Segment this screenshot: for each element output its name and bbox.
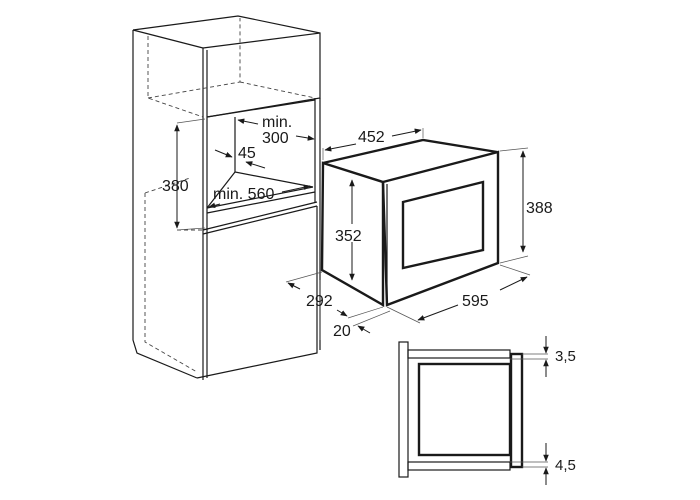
niche-width-label: min. 560 bbox=[213, 186, 274, 203]
oven-front-height-label: 388 bbox=[526, 200, 553, 217]
oven-depth-label: 452 bbox=[358, 129, 385, 146]
tall-cabinet bbox=[132, 15, 321, 380]
cabinet-dimensions: 380 min. 300 45 min. 560 bbox=[162, 114, 315, 231]
niche-depth-min-word: min. bbox=[262, 114, 292, 131]
oven-width-label: 595 bbox=[462, 293, 489, 310]
gap-top-label: 3,5 bbox=[555, 348, 576, 365]
oven-body-height-label: 352 bbox=[335, 228, 362, 245]
oven-body-depth-label: 292 bbox=[306, 293, 333, 310]
niche-depth-label: 300 bbox=[262, 130, 289, 147]
niche-height-label: 380 bbox=[162, 178, 189, 195]
oven bbox=[320, 138, 500, 308]
oven-dimensions: 452 388 352 595 292 20 bbox=[285, 128, 553, 340]
niche-offset-label: 45 bbox=[238, 145, 256, 162]
section-detail: 3,5 4,5 bbox=[398, 336, 576, 485]
frame-thickness-label: 20 bbox=[333, 323, 351, 340]
gap-bottom-label: 4,5 bbox=[555, 457, 576, 474]
